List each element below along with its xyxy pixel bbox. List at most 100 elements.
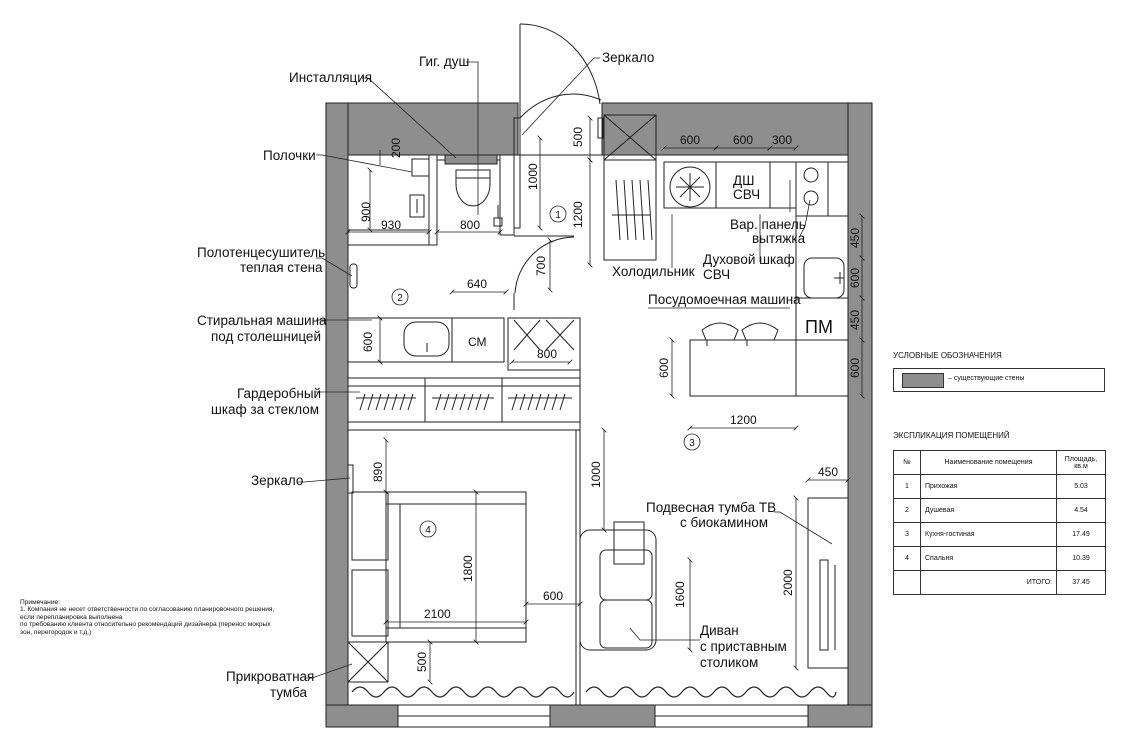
dim-300: 300 (772, 133, 792, 147)
tv-unit (807, 497, 849, 669)
exterior-walls (325, 102, 873, 728)
room-number-2: 2 (397, 293, 403, 304)
label-fridge: Холодильник (612, 264, 695, 279)
dim-800-top: 800 (460, 218, 480, 232)
label-dishwasher: Посудомоечная машина (648, 292, 801, 307)
dim-1800: 1800 (461, 555, 475, 582)
dim-450-tv: 450 (818, 465, 838, 479)
total-empty-cell (893, 570, 921, 595)
room-no: 2 (893, 498, 921, 523)
room-markers (391, 205, 701, 538)
dim-450-b: 450 (848, 310, 862, 330)
label-bedside-2: тумба (270, 685, 307, 700)
label-washer: Стиральная машина (197, 313, 327, 328)
dim-600-r2: 600 (848, 358, 862, 378)
windows (397, 704, 809, 728)
dim-2000: 2000 (781, 569, 795, 596)
label-oven: Духовой шкаф (703, 252, 795, 267)
dim-1200-h: 1200 (730, 413, 757, 427)
dim-2100: 2100 (424, 607, 451, 621)
room-no: 4 (893, 546, 921, 571)
total-label: ИТОГО: (920, 570, 1057, 595)
table-header-row: № Наименование помещения Площадь,кв.м (893, 450, 1106, 475)
col-area: Площадь,кв.м (1056, 450, 1106, 475)
disclaimer-note: Примечание: 1. Компания не несет ответст… (20, 599, 320, 636)
room-area: 10.39 (1056, 546, 1106, 571)
label-tv: Подвесная тумба ТВ (646, 500, 776, 515)
dim-930: 930 (381, 218, 401, 232)
fridge-snowflake-icon (669, 166, 711, 208)
label-hob: Вар. панель (730, 217, 806, 232)
label-under-counter: под столешницей (211, 329, 321, 344)
col-number: № (893, 450, 921, 475)
room-no: 3 (893, 522, 921, 547)
label-wardrobe: Гардеробный (237, 386, 321, 401)
dim-600-island: 600 (657, 358, 671, 378)
label-installation: Инсталляция (289, 70, 372, 85)
label-sofa-2: с приставным (700, 639, 787, 654)
label-ds: ДШ (733, 173, 755, 188)
dimension-lines (345, 115, 865, 685)
room-name: Прихожая (920, 474, 1057, 499)
label-washer-code: СМ (468, 335, 487, 349)
mirror-bedroom (347, 464, 354, 494)
towel-dryer (349, 263, 358, 289)
table-row: 2 Душевая 4.54 (893, 498, 1106, 523)
dim-600-k1: 600 (680, 133, 700, 147)
leader-lines (298, 57, 833, 679)
explication-title: ЭКСПЛИКАЦИЯ ПОМЕЩЕНИЙ (893, 431, 1010, 440)
dim-1000-a: 1000 (526, 163, 540, 190)
dim-600-bed: 600 (543, 589, 563, 603)
legend-title: УСЛОВНЫЕ ОБОЗНАЧЕНИЯ (893, 351, 1002, 360)
dim-900: 900 (359, 202, 373, 222)
room-number-4: 4 (425, 525, 431, 536)
washer-counter (347, 317, 581, 371)
room-number-3: 3 (689, 438, 695, 449)
label-hyg-shower: Гиг. душ (419, 54, 469, 69)
col-area-label: Площадь, (1064, 455, 1098, 463)
room-name: Кухня-гостиная (920, 522, 1057, 547)
label-shelves: Полочки (263, 148, 316, 163)
dim-700: 700 (534, 256, 548, 276)
room-area: 17.49 (1056, 522, 1106, 547)
label-towel-dryer: Полотенцесушитель (197, 245, 325, 260)
wall-swatch (902, 373, 944, 388)
dim-890: 890 (371, 462, 385, 482)
legend-item: – существующие стены (948, 375, 1025, 382)
room-area: 4.54 (1056, 498, 1106, 523)
room-number-1: 1 (555, 210, 561, 221)
label-tv-fireplace: с биокамином (680, 515, 768, 530)
col-area-unit: кв.м (1074, 462, 1088, 470)
small-sink-shelf (409, 194, 425, 218)
label-sofa-3: столиком (700, 655, 758, 670)
sofa (579, 521, 657, 651)
room-area: 5.03 (1056, 474, 1106, 499)
bathroom-walls (348, 154, 515, 246)
dim-200: 200 (389, 138, 403, 158)
dim-1000-b: 1000 (589, 461, 603, 488)
dim-600-k2: 600 (733, 133, 753, 147)
label-wardrobe-glass: шкаф за стеклом (211, 402, 319, 417)
dim-800-mid: 800 (537, 347, 557, 361)
note-line: если перепланировка выполнена (20, 613, 123, 621)
label-hood: вытяжка (752, 231, 806, 246)
kitchen-units (603, 114, 849, 397)
dim-600-r1: 600 (848, 268, 862, 288)
bed (347, 491, 527, 683)
room-name: Душевая (920, 498, 1057, 523)
note-title: Примечание: (20, 599, 60, 606)
table-row: 3 Кухня-гостиная 17.49 (893, 522, 1106, 547)
label-dishwasher-code: ПМ (805, 317, 833, 337)
curtains (351, 686, 837, 698)
dim-640: 640 (467, 277, 487, 291)
table-row: 1 Прихожая 5.03 (893, 474, 1106, 499)
col-name: Наименование помещения (920, 450, 1057, 475)
table-total-row: ИТОГО: 37.45 (893, 570, 1106, 595)
total-area: 37.45 (1056, 570, 1106, 595)
dim-500-top: 500 (571, 127, 585, 147)
note-line: по требованию клиента относительно реком… (20, 621, 271, 629)
label-mw: СВЧ (733, 187, 760, 202)
dim-450-a: 450 (848, 228, 862, 248)
toilet (455, 169, 491, 207)
